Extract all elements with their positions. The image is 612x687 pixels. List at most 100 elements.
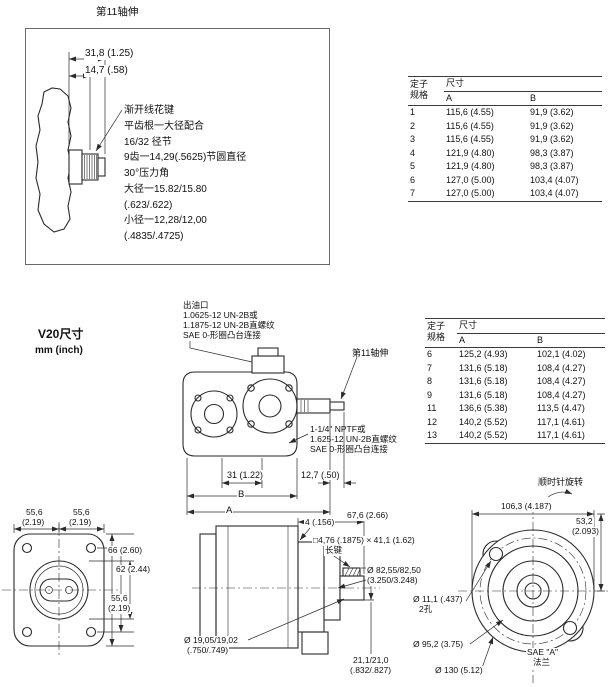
table-col-b: B (535, 333, 605, 348)
cell-b: 98,3 (3.87) (530, 161, 574, 171)
inlet-note-line: SAE 0-形圈凸台连接 (310, 444, 388, 454)
spec-header-line2: 规格 (427, 332, 446, 342)
cell-a: 127,0 (5.00) (446, 174, 495, 185)
cell-a: 131,6 (5.18) (459, 389, 508, 400)
cell-spec: 7 (427, 362, 433, 373)
cell-a: 127,0 (5.00) (446, 188, 495, 198)
sae-flange-view-drawing (458, 489, 608, 683)
inlet-note-line: 1.625-12 UN-2B直螺纹 (310, 434, 397, 444)
sae-flange-l1: SAE "A" (526, 647, 560, 658)
cell-spec: 11 (427, 403, 437, 413)
table-col-a: A (457, 333, 535, 348)
dim-a-label: A (225, 505, 234, 517)
spec-header-line1: 定子 (427, 321, 446, 331)
shaft-detail-title: 第11轴伸 (96, 6, 139, 18)
cell-a: 115,6 (4.55) (446, 107, 494, 117)
spline-note-line: 小径一12,28/12,00 (124, 215, 207, 226)
cell-spec: 6 (410, 174, 416, 185)
key-note-l1: □4,76 (.1875) × 41,1 (1.62) (312, 535, 416, 546)
dim-31-8: 31,8 (1.25) (84, 48, 135, 60)
spline-note-line: (.623/.622) (124, 200, 173, 211)
inlet-note-line: 1-1/4" NPTF或 (310, 424, 366, 434)
dim-4: 4 (.156) (304, 517, 336, 528)
dim-556-right-l2: (2.19) (69, 517, 92, 527)
front-flange-view-drawing (2, 522, 134, 658)
outlet-note-line: 1.0625-12 UN-2B或 (183, 310, 258, 320)
dim-14-7: 14,7 (.58) (84, 65, 129, 77)
cell-b: 108,4 (4.27) (537, 389, 586, 400)
dim-532-l1: 53,2 (575, 516, 594, 527)
dia-outer: Ø 130 (5.12) (434, 665, 484, 676)
table-row: 4 121,9 (4.80) 98,3 (3.87) (408, 147, 602, 161)
dim-556-side-l1: 55,6 (110, 593, 129, 604)
dim-1063: 106,3 (4.187) (500, 501, 553, 512)
cell-spec: 6 (427, 349, 433, 359)
rotation-label: 顺时针旋转 (538, 477, 584, 487)
outlet-note-line: 出油口 (183, 300, 209, 310)
cell-spec: 2 (410, 120, 416, 131)
pump-side-view-drawing (192, 518, 380, 655)
table-col-b: B (528, 91, 602, 106)
dia-holes-l2: 2孔 (418, 604, 434, 615)
spline-note-line: 30°压力角 (124, 168, 170, 179)
cell-spec: 9 (427, 389, 433, 400)
spline-note-line: 9齿一14,29(.5625)节圆直径 (124, 152, 247, 163)
spline-note-line: (.4835/.4725) (124, 231, 184, 242)
table-header-size: 尺寸 (444, 76, 602, 92)
table-row: 6 127,0 (5.00) 103,4 (4.07) (408, 174, 602, 188)
cell-a: 131,6 (5.18) (459, 376, 508, 386)
cell-a: 115,6 (4.55) (446, 120, 494, 131)
dim-key-l1: 21,1/21,0 (352, 655, 390, 666)
cell-b: 108,4 (4.27) (537, 362, 586, 373)
dim-12-7: 12,7 (.50) (300, 470, 341, 481)
units-label: mm (inch) (35, 345, 83, 356)
cell-spec: 13 (427, 430, 438, 440)
spec-header-line1: 定子 (410, 79, 429, 89)
cell-a: 131,6 (5.18) (459, 362, 508, 373)
section-title: V20尺寸 (38, 327, 84, 341)
dia-pilot-l2: (3.250/3.248) (366, 575, 419, 586)
dia-shaft-l2: (.750/.749) (186, 645, 230, 656)
cell-b: 98,3 (3.87) (530, 147, 574, 158)
cell-spec: 4 (410, 147, 416, 158)
cell-b: 103,4 (4.07) (530, 174, 579, 185)
table-header-spec: 定子 规格 (408, 76, 444, 106)
dim-62: 62 (2.44) (115, 564, 152, 575)
dim-532-l2: (2.093) (571, 526, 600, 537)
outlet-note-line: SAE 0-形圈凸台连接 (183, 330, 261, 340)
cell-a: 125,2 (4.93) (459, 349, 508, 359)
dia-pilot-l1: Ø 82,55/82,50 (366, 565, 422, 576)
cell-b: 108,4 (4.27) (537, 376, 586, 386)
shaft-callout: 第11轴伸 (352, 348, 389, 358)
cell-spec: 3 (410, 134, 416, 144)
dim-key-l2: (.832/.827) (349, 665, 393, 676)
cell-b: 113,5 (4.47) (537, 403, 585, 413)
spline-note-line: 大径一15.82/15.80 (124, 184, 207, 195)
spline-note-line: 16/32 径节 (124, 137, 172, 148)
dim-556-right-l1: 55,6 (73, 507, 90, 517)
outlet-note-line: 1.1875-12 UN-2B直螺纹 (183, 320, 275, 330)
dim-556-left-l1: 55,6 (26, 507, 43, 517)
table-header-size: 尺寸 (457, 318, 605, 334)
cell-a: 121,9 (4.80) (446, 161, 495, 171)
cell-a: 140,2 (5.52) (459, 430, 508, 440)
dim-556-left-l2: (2.19) (22, 517, 45, 527)
cell-a: 121,9 (4.80) (446, 147, 495, 158)
cell-a: 140,2 (5.52) (459, 416, 508, 427)
dia-pilot-flange: Ø 95,2 (3.75) (412, 639, 465, 650)
cell-spec: 12 (427, 416, 438, 427)
cell-b: 91,9 (3.62) (530, 107, 574, 117)
shaft-detail-drawing (25, 28, 330, 265)
